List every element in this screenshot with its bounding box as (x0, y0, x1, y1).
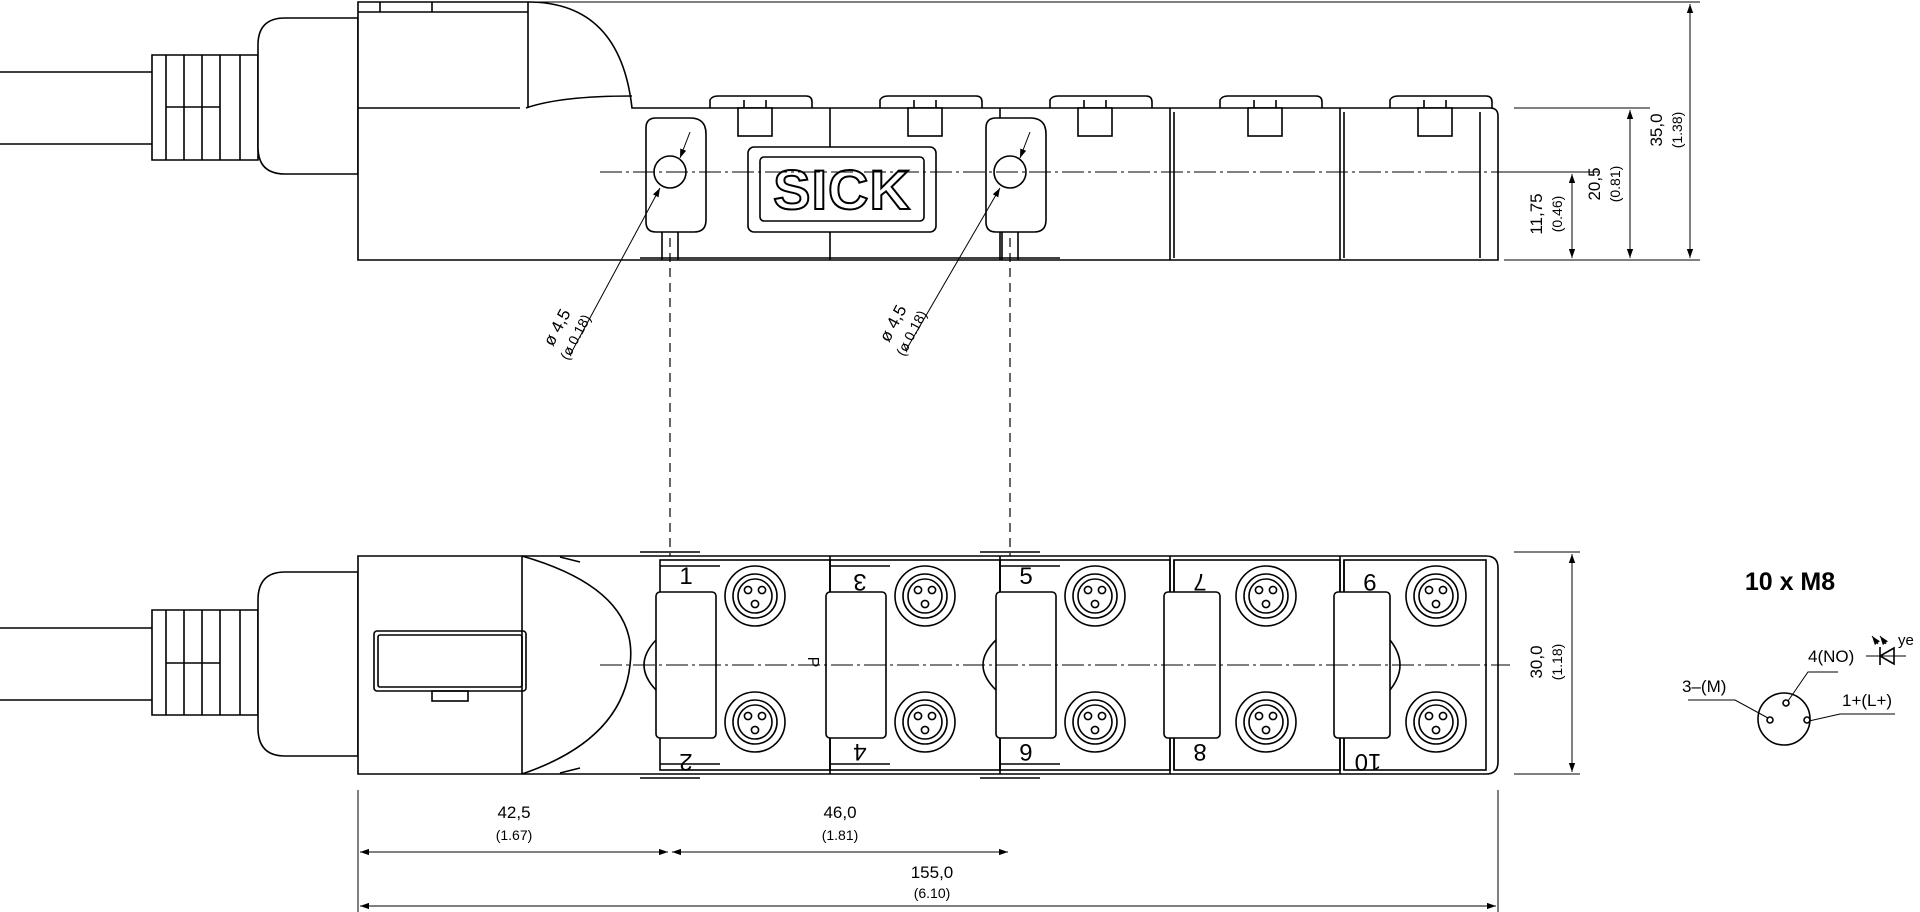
width-value: 30,0 (1527, 645, 1546, 678)
connector-title: 10 x M8 (1745, 568, 1835, 596)
dim-total-inch: (6.10) (914, 885, 951, 901)
dim-pitch-inch: (1.81) (822, 827, 859, 843)
port-number-10: 10 (1355, 748, 1382, 775)
connector-pinout: 10 x M8 3–(M) 4(NO) 1+(L+) ye (1682, 568, 1914, 746)
label-plates (655, 591, 1391, 739)
dim-total-value: 155,0 (911, 863, 954, 882)
dim-pitch-value: 46,0 (823, 803, 856, 822)
port-number-1: 1 (679, 563, 692, 590)
logo-text: SICK (773, 158, 911, 221)
port-number-8: 8 (1193, 738, 1206, 765)
top-view: 1 2 3 4 5 6 7 8 9 10 P 30,0 (1.18) (0, 551, 1580, 912)
dim-left-value: 42,5 (497, 803, 530, 822)
front-dimensions: 35,0 (1.38) 20,5 (0.81) 11,75 (0.46) (528, 1, 1700, 261)
pin-3-label: 3–(M) (1682, 677, 1726, 696)
dim-left-inch: (1.67) (496, 827, 533, 843)
height-hole: 11,75 (1527, 193, 1546, 234)
pin-1-label: 1+(L+) (1842, 691, 1892, 710)
port-number-5: 5 (1019, 563, 1032, 590)
front-connectors (709, 95, 1493, 137)
sick-logo: SICK (747, 146, 937, 233)
port-number-3: 3 (853, 568, 866, 595)
height-mid-inch: (0.81) (1607, 166, 1623, 203)
mark-p: P (804, 657, 821, 668)
mounting-tab-1 (645, 117, 707, 260)
width-dimension: 30,0 (1.18) (1514, 551, 1580, 775)
port-number-4: 4 (853, 738, 866, 765)
port-number-2: 2 (679, 748, 692, 775)
length-dimensions: 42,5 (1.67) 46,0 (1.81) 155,0 (6.10) (357, 790, 1499, 912)
height-mid: 20,5 (1585, 167, 1604, 200)
front-cable (0, 17, 359, 175)
height-total-inch: (1.38) (1669, 112, 1685, 149)
port-number-7: 7 (1193, 568, 1206, 595)
led-symbol: ye (1866, 632, 1914, 666)
port-numbers: 1 2 3 4 5 6 7 8 9 10 P (679, 563, 1381, 775)
mounting-tab-2 (985, 117, 1047, 260)
height-total: 35,0 (1647, 113, 1666, 146)
top-cable (0, 571, 359, 757)
led-color-label: ye (1898, 632, 1914, 649)
front-view: SICK ø 4,5 (ø 0.18) ø 4,5 (ø 0.18) 35,0 (0, 1, 1700, 362)
port-number-9: 9 (1363, 568, 1376, 595)
port-number-6: 6 (1019, 738, 1032, 765)
height-hole-inch: (0.46) (1549, 196, 1565, 233)
width-inch: (1.18) (1549, 644, 1565, 681)
pin-4-label: 4(NO) (1808, 647, 1854, 666)
